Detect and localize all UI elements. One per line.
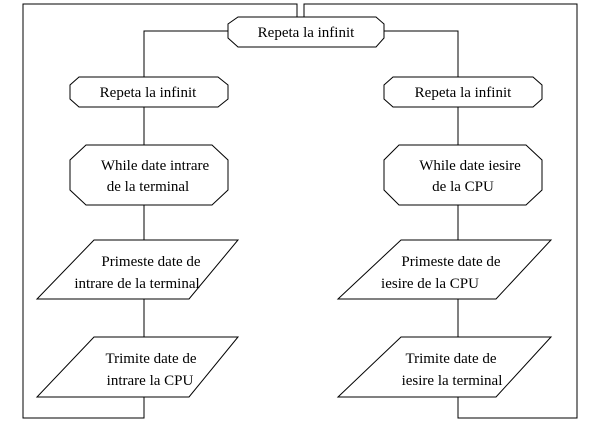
- node-left-send-line2: intrare la CPU: [107, 373, 194, 389]
- node-right-send-line2: iesire la terminal: [402, 373, 503, 389]
- node-left-send-line1: Trimite date de: [105, 351, 196, 367]
- node-left-loop: Repeta la infinit: [69, 76, 229, 108]
- node-left-receive-line1: Primeste date de: [101, 254, 200, 270]
- outer-loop-right: [303, 3, 578, 419]
- node-left-while-line1: While date intrare: [101, 158, 210, 174]
- node-left-send: Trimite date de intrare la CPU: [35, 336, 240, 398]
- top-to-right-branch: [384, 30, 459, 77]
- node-right-loop: Repeta la infinit: [383, 76, 543, 108]
- node-left-receive: Primeste date de intrare de la terminal: [35, 239, 240, 300]
- outer-loop-left: [22, 3, 298, 419]
- node-left-loop-label: Repeta la infinit: [100, 85, 197, 101]
- node-right-loop-label: Repeta la infinit: [415, 85, 512, 101]
- node-right-send: Trimite date de iesire la terminal: [336, 336, 553, 398]
- top-to-left-branch: [143, 30, 228, 77]
- node-right-while-line2: de la CPU: [432, 179, 494, 195]
- node-right-receive-line2: iesire de la CPU: [381, 276, 479, 292]
- connectors: [22, 3, 578, 419]
- node-right-receive: Primeste date de iesire de la CPU: [336, 239, 553, 300]
- node-left-while: While date intrare de la terminal: [69, 144, 229, 206]
- node-top-loop: Repeta la infinit: [227, 16, 385, 48]
- node-right-while: While date iesire de la CPU: [383, 144, 543, 206]
- node-left-while-line2: de la terminal: [107, 179, 189, 195]
- node-right-send-line1: Trimite date de: [405, 351, 496, 367]
- node-top-loop-label: Repeta la infinit: [258, 25, 355, 41]
- node-right-receive-line1: Primeste date de: [401, 254, 500, 270]
- node-left-receive-line2: intrare de la terminal: [74, 276, 199, 292]
- node-right-while-line1: While date iesire: [419, 158, 521, 174]
